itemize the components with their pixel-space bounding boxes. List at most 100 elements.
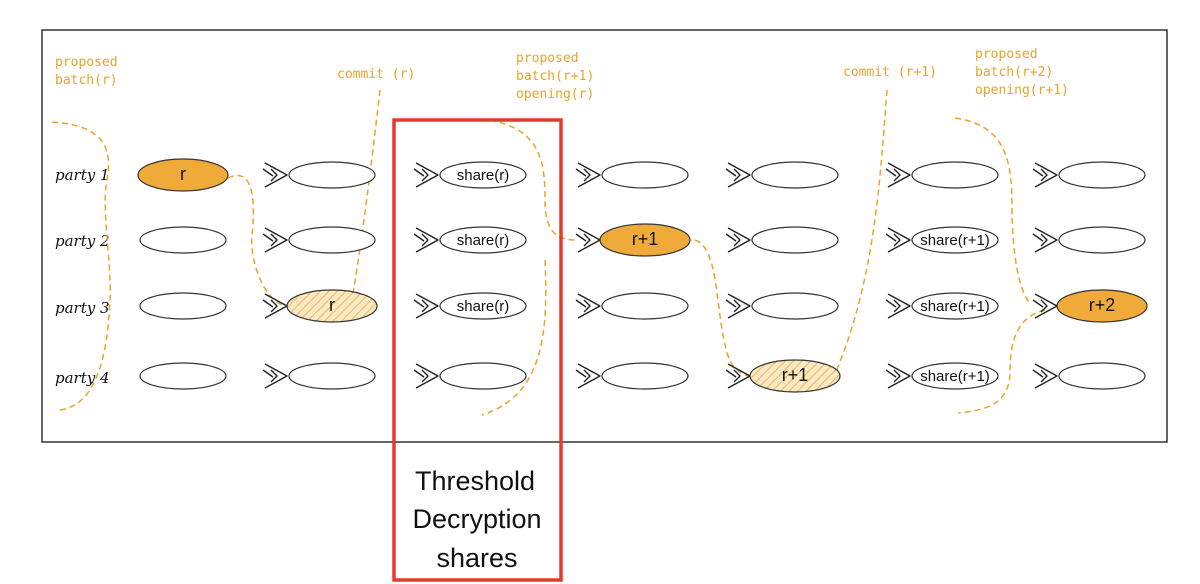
flow-path-2 (227, 174, 283, 306)
node-oval (1058, 161, 1146, 189)
node-c2p3: share(r) (413, 292, 527, 320)
arrow-icon (885, 162, 911, 188)
annotation-commit-r: commit (r) (337, 67, 415, 82)
svg-text:commit (r): commit (r) (337, 67, 415, 82)
node-oval (599, 223, 691, 257)
annotation-commit-r1: commit (r+1) (843, 65, 937, 80)
node-oval (439, 161, 527, 189)
node-oval (1058, 362, 1146, 390)
node-c0p1: r (137, 158, 229, 192)
annotation-proposed-batch-r1: proposed batch(r+1) opening(r) (516, 51, 594, 102)
node-c2p1: share(r) (413, 161, 527, 189)
node-c3p3 (575, 292, 689, 320)
node-label: share(r+1) (920, 298, 990, 315)
node-c6p4 (1032, 362, 1146, 390)
node-c3p2: r+1 (575, 223, 691, 257)
node-oval (911, 161, 999, 189)
node-c5p4: share(r+1) (885, 362, 999, 390)
node-oval (288, 226, 376, 254)
flow-paths (51, 89, 1046, 416)
threshold-decryption-box (392, 118, 563, 582)
node-c4p4: r+1 (725, 359, 841, 393)
node-c2p2: share(r) (413, 226, 527, 254)
node-oval (288, 161, 376, 189)
node-oval (1058, 226, 1146, 254)
arrow-icon (885, 363, 911, 389)
node-oval (751, 292, 839, 320)
arrow-icon (575, 162, 601, 188)
party-label-1: party 1 (55, 166, 110, 184)
node-grid: r r share(r) share(r) share(r) r+1 r+1 share(r+… (137, 158, 1148, 393)
flow-path-7 (834, 89, 888, 375)
flow-path-6 (694, 239, 749, 377)
arrow-icon (413, 162, 439, 188)
node-oval (911, 362, 999, 390)
annotation-proposed-batch-r: proposed batch(r) (55, 55, 118, 88)
arrow-icon (413, 293, 439, 319)
node-label: share(r) (457, 298, 510, 315)
node-oval (139, 292, 227, 320)
node-oval (601, 161, 689, 189)
node-label: r (180, 164, 186, 184)
arrow-icon (1032, 162, 1058, 188)
node-label: r (329, 295, 335, 315)
node-oval (911, 226, 999, 254)
arrow-icon (262, 162, 288, 188)
svg-text:proposed: proposed (55, 55, 118, 70)
node-oval (911, 292, 999, 320)
node-label: share(r) (457, 232, 510, 249)
svg-text:proposed: proposed (975, 47, 1038, 62)
node-oval (439, 226, 527, 254)
node-c0p4 (139, 362, 227, 390)
node-oval (288, 362, 376, 390)
arrow-icon (413, 363, 439, 389)
node-oval (286, 289, 378, 323)
node-oval (601, 292, 689, 320)
node-c5p3: share(r+1) (885, 292, 999, 320)
node-c1p2 (262, 226, 376, 254)
svg-text:batch(r+2): batch(r+2) (975, 65, 1053, 80)
node-oval (601, 362, 689, 390)
arrow-icon (725, 162, 751, 188)
node-c6p1 (1032, 161, 1146, 189)
node-label: r+1 (632, 229, 659, 249)
node-label: share(r+1) (920, 368, 990, 385)
arrow-icon (413, 227, 439, 253)
node-oval (749, 359, 841, 393)
node-oval (139, 226, 227, 254)
node-c1p4 (262, 362, 376, 390)
flow-path-1 (51, 121, 111, 411)
node-c1p1 (262, 161, 376, 189)
party-label-4: party 4 (55, 369, 110, 387)
arrow-icon (725, 227, 751, 253)
svg-text:opening(r+1): opening(r+1) (975, 83, 1069, 98)
arrow-icon (262, 227, 288, 253)
arrow-icon (885, 293, 911, 319)
node-c6p3: r+2 (1032, 289, 1148, 323)
arrow-icon (725, 293, 751, 319)
arrow-icon (575, 363, 601, 389)
threshold-caption-line-1: Threshold (415, 466, 535, 496)
node-oval (439, 292, 527, 320)
node-c3p1 (575, 161, 689, 189)
arrow-icon (262, 363, 288, 389)
node-label: r+1 (782, 365, 809, 385)
node-c1p3: r (262, 289, 378, 323)
arrow-icon (575, 293, 601, 319)
flow-path-8 (954, 117, 1031, 304)
svg-text:batch(r+1): batch(r+1) (516, 69, 594, 84)
arrow-icon (1032, 227, 1058, 253)
party-label-2: party 2 (55, 232, 110, 250)
svg-text:proposed: proposed (516, 51, 579, 66)
node-label: share(r+1) (920, 232, 990, 249)
node-oval (751, 226, 839, 254)
svg-text:batch(r): batch(r) (55, 73, 118, 88)
node-c6p2 (1032, 226, 1146, 254)
node-c0p2 (139, 226, 227, 254)
node-c2p4 (413, 362, 527, 390)
node-c5p1 (885, 161, 999, 189)
party-label-3: party 3 (55, 299, 110, 317)
svg-text:opening(r): opening(r) (516, 87, 594, 102)
node-c0p3 (139, 292, 227, 320)
arrow-icon (1032, 363, 1058, 389)
